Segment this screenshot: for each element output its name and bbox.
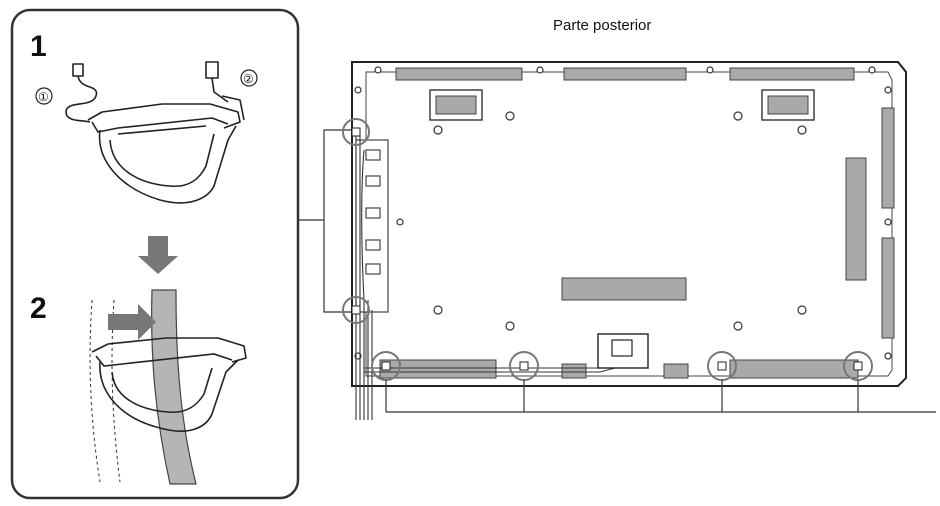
instruction-box: 1 ① ② 2 bbox=[10, 8, 300, 500]
cable-bundle-left bbox=[355, 132, 623, 420]
marker-2-label: ② bbox=[243, 72, 254, 86]
marker-2 bbox=[240, 69, 258, 87]
down-arrow bbox=[138, 236, 178, 274]
clip-illustration-step-1 bbox=[65, 61, 245, 204]
caption-rear: Parte posterior bbox=[553, 17, 651, 34]
callout-bracket-left bbox=[298, 129, 352, 313]
step-2-number: 2 bbox=[30, 292, 47, 325]
clip-illustration-step-2 bbox=[89, 289, 247, 485]
callout-bracket-bottom bbox=[385, 380, 936, 413]
marker-1-label: ① bbox=[38, 90, 49, 104]
marker-1 bbox=[35, 87, 53, 105]
step-1-number: 1 bbox=[30, 30, 47, 63]
rear-panel bbox=[342, 61, 907, 420]
